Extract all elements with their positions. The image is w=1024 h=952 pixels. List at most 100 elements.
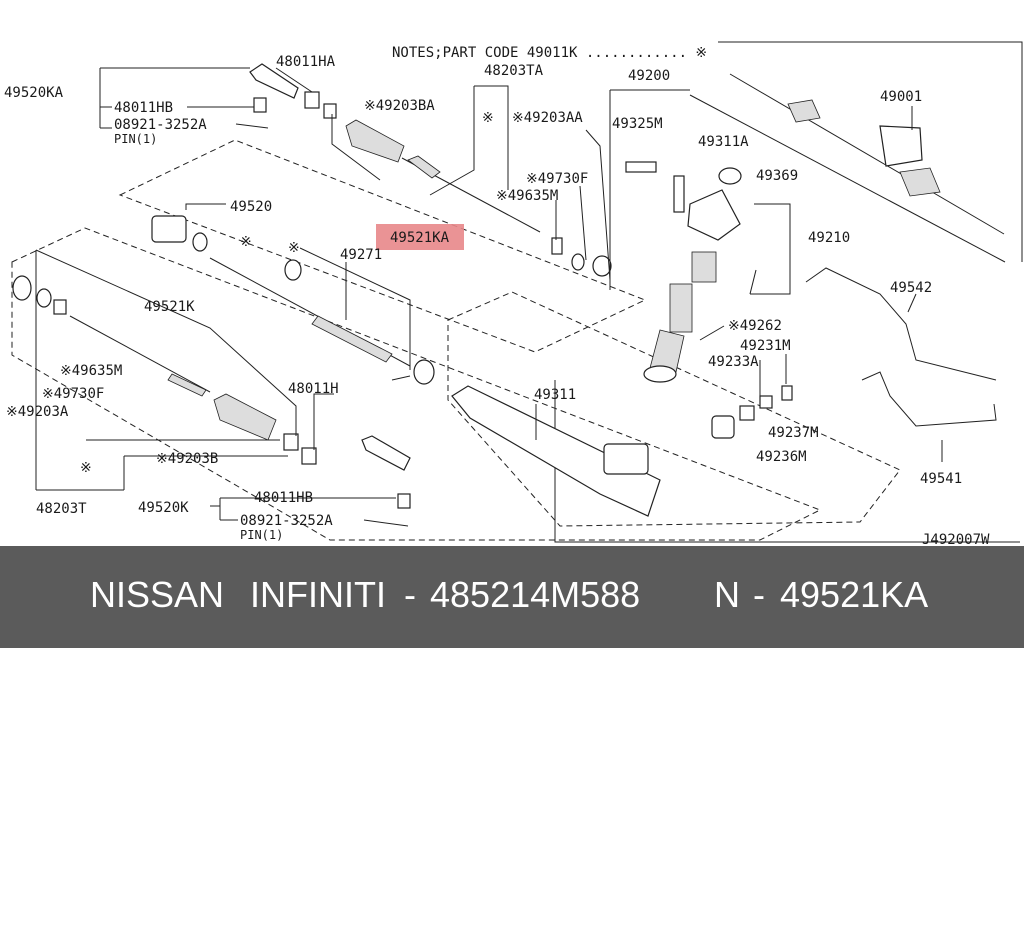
- label-49236M: 49236M: [756, 449, 807, 465]
- clip-lower-part: [12, 275, 32, 301]
- rack-housing-part: [451, 385, 661, 517]
- label-08921-top: 08921-3252A: [114, 117, 207, 133]
- label-49520K: 49520K: [138, 500, 189, 516]
- star-note-1: ※: [482, 110, 494, 126]
- page: NOTES;PART CODE 49011K ............ ※ 49…: [0, 41, 1024, 648]
- label-49730F-top: ※49730F: [526, 171, 588, 187]
- nut-49233A-part: [759, 395, 773, 409]
- boot-upper-part: [345, 119, 405, 163]
- label-49311A: 49311A: [698, 134, 749, 150]
- label-49231M: 49231M: [740, 338, 791, 354]
- star-note-3: ※: [288, 240, 300, 256]
- label-49200: 49200: [628, 68, 670, 84]
- spring-49237M-part: [739, 405, 755, 421]
- figure-code: J492007W: [922, 532, 990, 546]
- bolt-49311A-part: [673, 175, 685, 213]
- parts-diagram: NOTES;PART CODE 49011K ............ ※ 49…: [4, 41, 1023, 548]
- label-49635M-left: ※49635M: [60, 363, 122, 379]
- part-number-banner: NISSAN INFINITI - 485214M588 N - 49521KA: [0, 546, 1024, 648]
- seal-49369-part: [718, 167, 742, 185]
- label-49271: 49271: [340, 247, 382, 263]
- bolt-49325M-part: [625, 161, 657, 173]
- washer-lower-part: [53, 299, 67, 315]
- boot-lower-part: [213, 393, 277, 441]
- label-pin-top: PIN(1): [114, 132, 157, 146]
- banner-text: NISSAN INFINITI - 485214M588 N - 49521KA: [0, 574, 1024, 952]
- label-49730F-left: ※49730F: [42, 386, 104, 402]
- label-49237M: 49237M: [768, 425, 819, 441]
- label-48011HA: 48011HA: [276, 54, 336, 70]
- assy-boot-right: [899, 167, 941, 197]
- nut-top-part: [253, 97, 267, 113]
- pinion-shaft-part: [649, 329, 685, 373]
- yoke-49236M-part: [711, 415, 735, 439]
- label-49203B: ※49203B: [156, 451, 218, 467]
- part-number: 49521KA: [780, 574, 929, 615]
- oem-number: 485214M588: [430, 574, 641, 615]
- assembly-outline-2: [689, 94, 1006, 263]
- group-outline-lower: [11, 227, 822, 541]
- bushing-49520-part: [151, 215, 187, 243]
- label-48011HB-top: 48011HB: [114, 100, 173, 116]
- label-49262: ※49262: [728, 318, 782, 334]
- inner-rod-lower-thread: [167, 373, 207, 397]
- nut-48011H-part: [301, 447, 317, 465]
- label-49203AA: ※49203AA: [512, 110, 583, 126]
- rack-gear-part: [311, 315, 393, 363]
- banner-dash-1: -: [404, 574, 416, 615]
- screw-49231M-part: [781, 385, 793, 401]
- pipe-49542-part: [805, 267, 997, 381]
- label-49369: 49369: [756, 168, 798, 184]
- label-49520KA-top: 49520KA: [4, 85, 64, 101]
- label-49325M: 49325M: [612, 116, 663, 132]
- valve-housing-part: [687, 189, 741, 241]
- label-49635M-top: ※49635M: [496, 188, 558, 204]
- tie-rod-end-lower-part: [361, 435, 411, 471]
- brand-nissan: NISSAN: [90, 574, 225, 615]
- ring-49271-part: [284, 259, 302, 281]
- group-outline-housing: [447, 291, 901, 527]
- label-49233A: 49233A: [708, 354, 759, 370]
- ring-lower-part: [36, 288, 52, 308]
- label-48011HB-bot: 48011HB: [254, 490, 313, 506]
- banner-dash-2: -: [753, 574, 765, 615]
- seal-part: [192, 232, 208, 252]
- assembly-outline: [718, 41, 1023, 262]
- pipe-49541-part: [861, 371, 997, 427]
- notes-text: NOTES;PART CODE 49011K ............ ※: [392, 45, 707, 61]
- label-49520: 49520: [230, 199, 272, 215]
- nut-49203BA-part: [323, 103, 337, 119]
- diagram-svg: NOTES;PART CODE 49011K ............ ※ 49…: [4, 41, 1023, 548]
- nut-49203B-part: [283, 433, 299, 451]
- label-49542: 49542: [890, 280, 932, 296]
- label-48011H: 48011H: [288, 381, 339, 397]
- label-49210: 49210: [808, 230, 850, 246]
- highlight-49521KA: [376, 224, 464, 250]
- pinion-part: [669, 283, 693, 333]
- housing-port: [603, 443, 649, 475]
- steering-assy-49001-part: [729, 73, 1005, 235]
- label-49203BA: ※49203BA: [364, 98, 435, 114]
- label-49541: 49541: [920, 471, 962, 487]
- pinion-base: [643, 365, 677, 383]
- label-08921-bot: 08921-3252A: [240, 513, 333, 529]
- label-49521KA: 49521KA: [390, 230, 450, 246]
- nut-48011HA-part: [304, 91, 320, 109]
- label-48203T: 48203T: [36, 501, 87, 517]
- assy-valve: [879, 125, 923, 167]
- group-outline-upper: [118, 139, 647, 353]
- ring-upper: [571, 253, 585, 271]
- banner-n-label: N: [714, 574, 740, 615]
- label-49521K: 49521K: [144, 299, 195, 315]
- lock-washer-upper: [551, 237, 563, 255]
- star-note-2: ※: [240, 234, 252, 250]
- label-49311: 49311: [534, 387, 576, 403]
- label-pin-bot: PIN(1): [240, 528, 283, 542]
- tie-rod-end-top-part: [249, 63, 299, 99]
- assy-boot-left: [787, 99, 821, 123]
- seal-stack-part: [691, 251, 717, 283]
- star-note-4: ※: [80, 460, 92, 476]
- label-49203A: ※49203A: [6, 404, 69, 420]
- brand-infiniti: INFINITI: [250, 574, 386, 615]
- ring-right-part: [413, 359, 435, 385]
